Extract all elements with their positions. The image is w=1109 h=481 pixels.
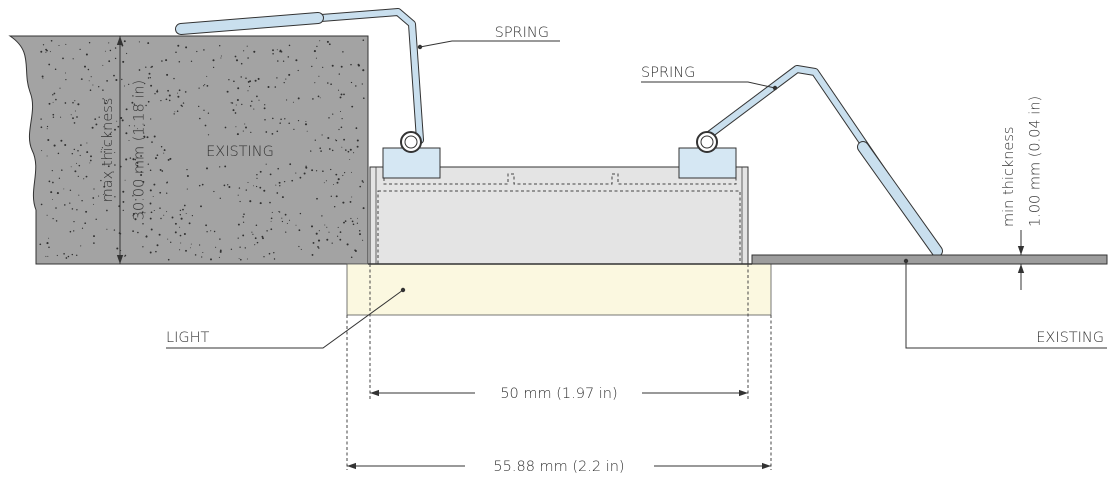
- light-body: [346, 263, 772, 316]
- housing: [369, 166, 749, 265]
- max-thickness-label: max thickness: [100, 98, 116, 203]
- spring-right-callout: SPRING: [641, 65, 778, 91]
- spring-right-label: SPRING: [641, 65, 695, 81]
- light-callout: LIGHT: [166, 287, 406, 349]
- concrete-texture: [39, 39, 365, 261]
- spring-left-label: SPRING: [495, 25, 549, 41]
- spring-left-callout: SPRING: [417, 25, 560, 50]
- existing-label-right: EXISTING: [1036, 330, 1104, 346]
- light-label: LIGHT: [166, 330, 209, 346]
- existing-ceiling-thin: [751, 254, 1108, 265]
- min-thickness-value: 1.00 mm (0.04 in): [1028, 96, 1044, 227]
- width-dimensions: 50 mm (1.97 in) 55.88 mm (2.2 in): [346, 264, 772, 475]
- existing-right-callout: EXISTING: [903, 258, 1107, 349]
- spring-left: [175, 8, 424, 153]
- width-outer-label: 55.88 mm (2.2 in): [493, 459, 624, 475]
- existing-ceiling-thick: [8, 35, 369, 265]
- max-thickness-dimension: max thickness 30.00 mm (1.18 in): [100, 36, 148, 264]
- width-inner-label: 50 mm (1.97 in): [500, 386, 617, 402]
- existing-label-left: EXISTING: [206, 144, 274, 160]
- min-thickness-label: min thickness: [1001, 127, 1017, 227]
- max-thickness-value: 30.00 mm (1.18 in): [132, 80, 148, 220]
- min-thickness-dimension: min thickness 1.00 mm (0.04 in): [1001, 96, 1044, 290]
- spring-right: [696, 65, 943, 257]
